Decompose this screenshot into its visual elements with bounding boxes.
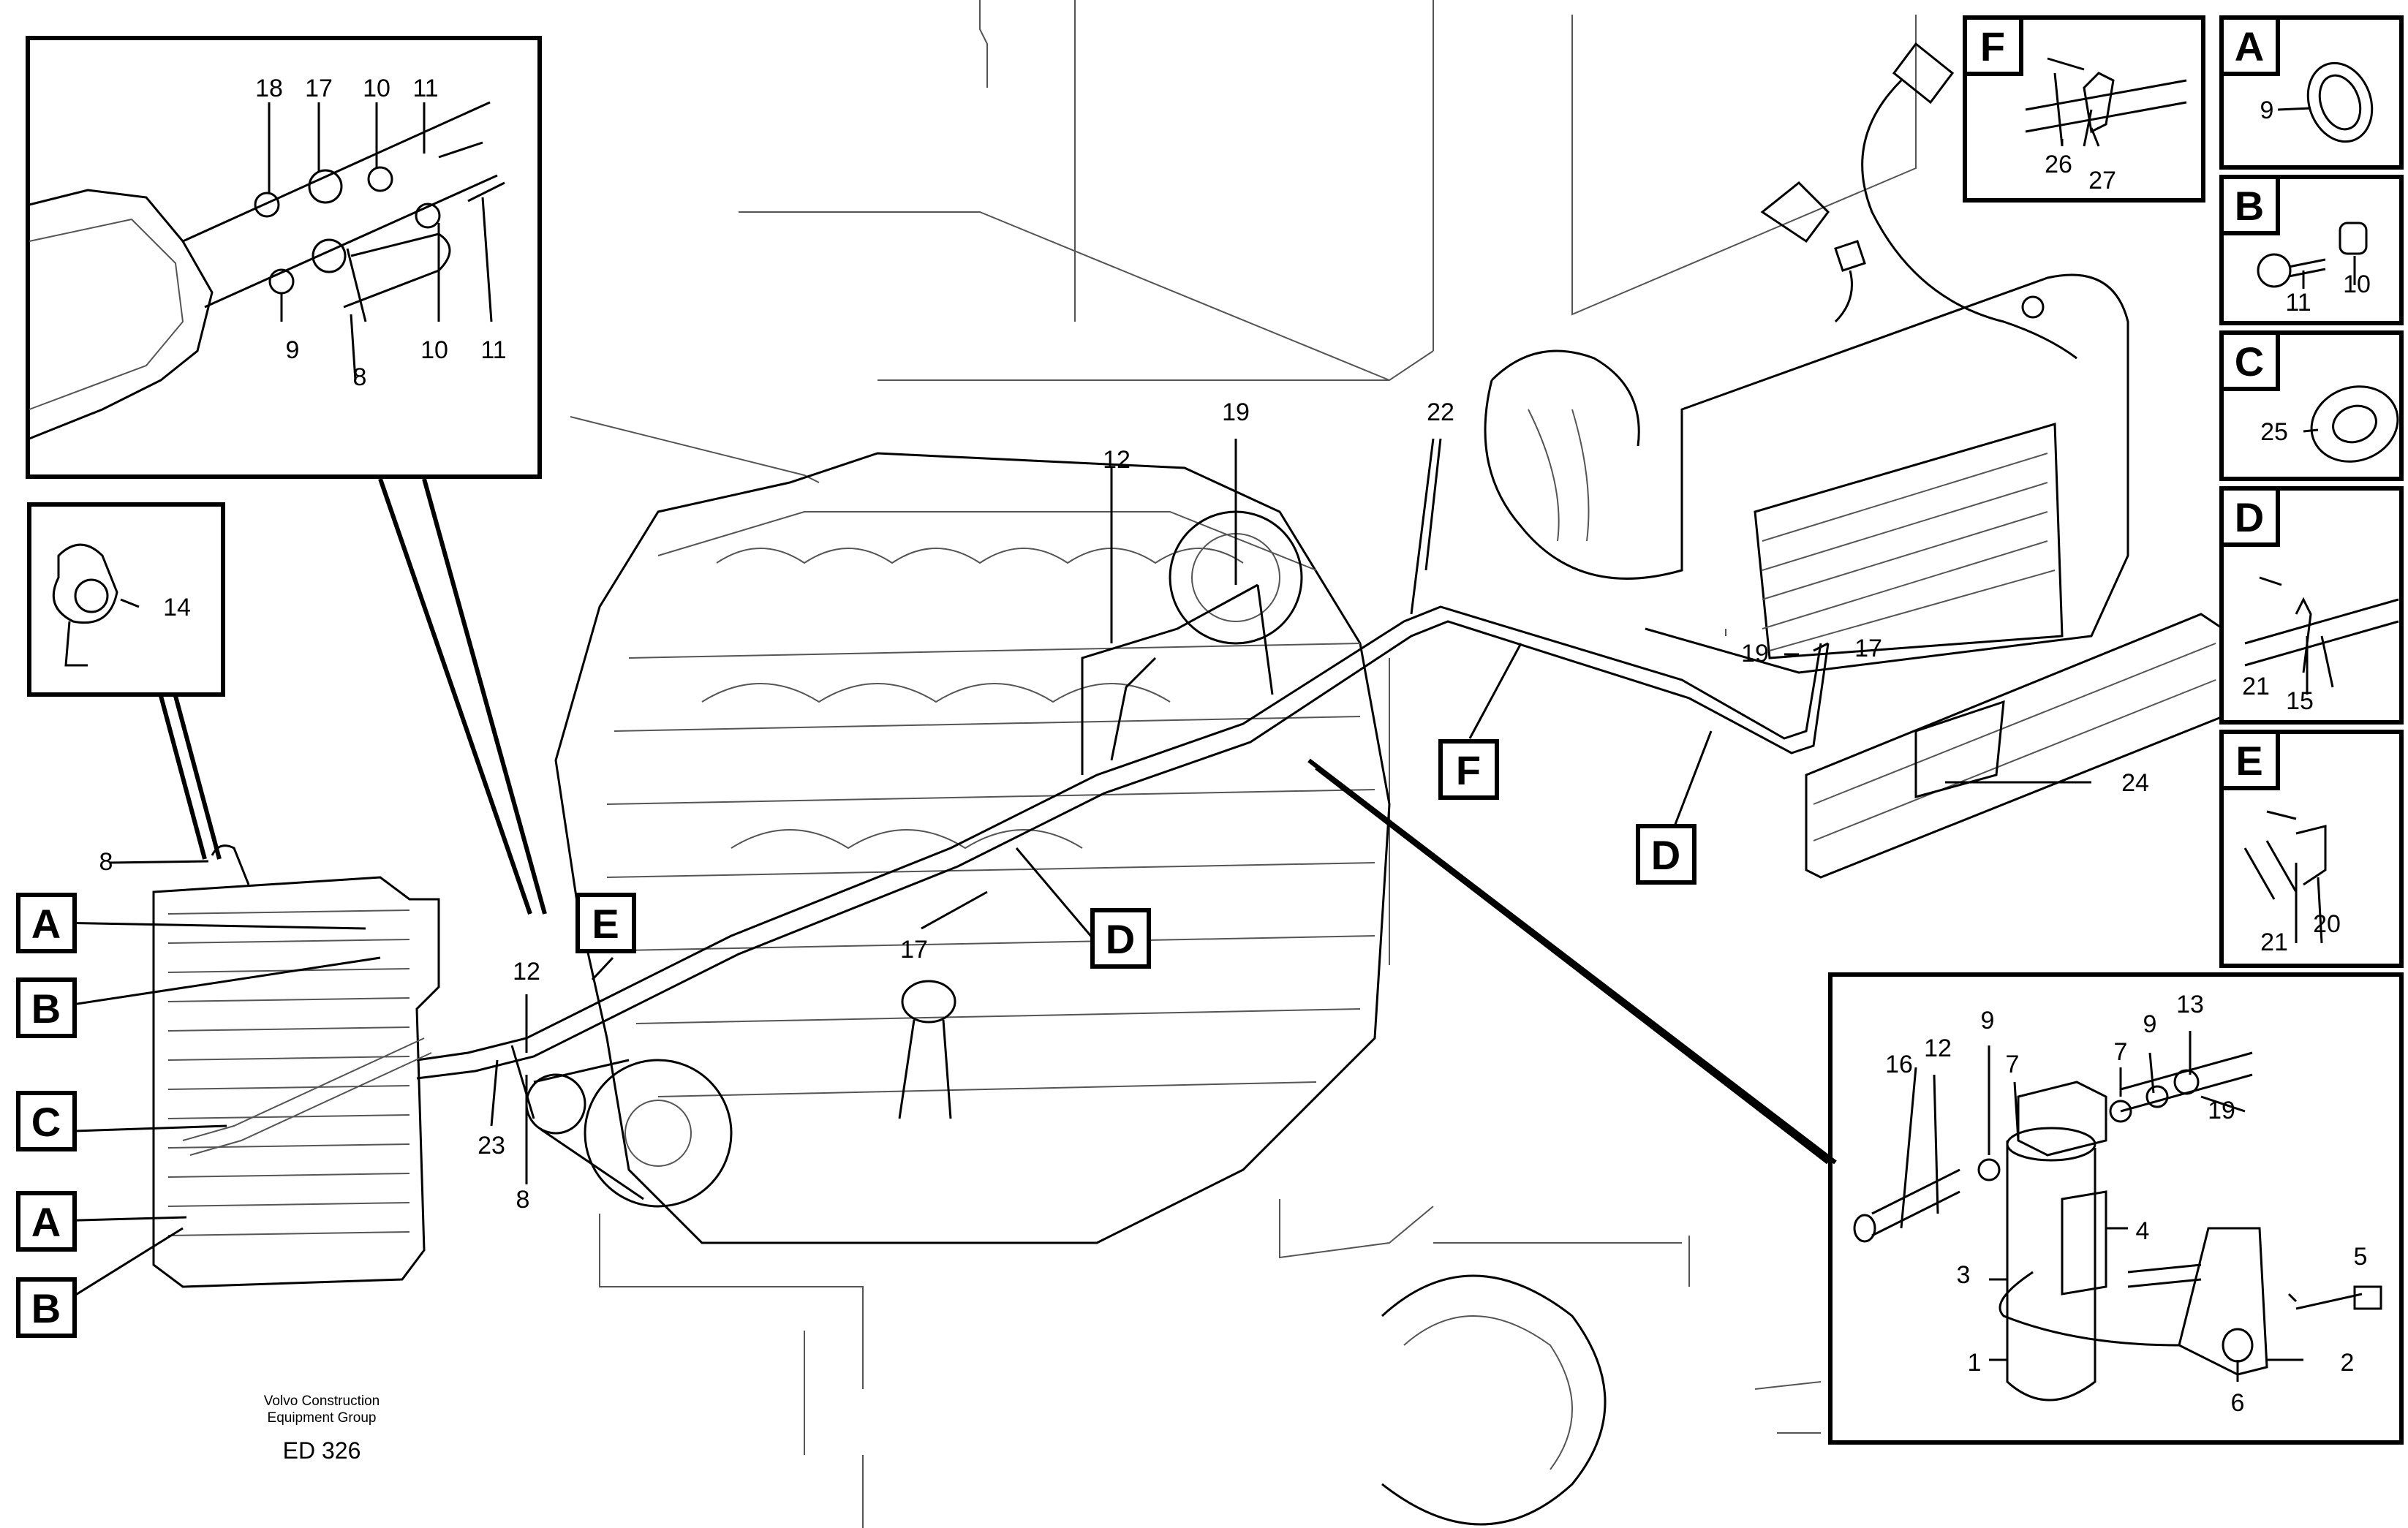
panel-b-letter: B	[2235, 183, 2264, 229]
panel-b-part-11: 11	[2285, 289, 2311, 317]
panel-c-letter: C	[2235, 338, 2264, 385]
callout-letter-b-2: B	[31, 1285, 61, 1331]
compressor-part-10-top: 10	[363, 75, 390, 102]
drier-part-12: 12	[1924, 1035, 1952, 1062]
main-letter-boxes	[16, 739, 1696, 1338]
compressor-part-17: 17	[305, 75, 333, 102]
drier-part-9-right: 9	[2143, 1010, 2157, 1038]
engine-block	[525, 452, 1607, 1526]
callout-letter-f-mid: F	[1456, 747, 1481, 793]
inset-f-letter: F	[1980, 23, 2005, 69]
part-label-24: 24	[2121, 769, 2149, 797]
side-panel-b	[2219, 175, 2404, 325]
drier-part-7-left: 7	[2006, 1051, 2020, 1078]
side-panel-d	[2219, 486, 2404, 725]
callout-letter-a-1: A	[31, 901, 61, 947]
drier-part-3: 3	[1957, 1261, 1971, 1289]
hvac-unit	[1484, 273, 2129, 674]
part-label-19-evap: 19	[1741, 640, 1769, 667]
panel-a-letter: A	[2235, 23, 2264, 69]
compressor-part-11-bottom: 11	[480, 336, 506, 364]
drier-part-2: 2	[2341, 1349, 2355, 1377]
callout-letter-a-2: A	[31, 1199, 61, 1245]
inset-f-part-26: 26	[2045, 151, 2072, 178]
panel-d-part-21: 21	[2242, 673, 2270, 700]
inset-receiver-drier-detail	[1828, 972, 2404, 1445]
part-label-17: 17	[900, 936, 928, 964]
footer-company-line2: Equipment Group	[268, 1410, 377, 1426]
drier-part-16: 16	[1885, 1051, 1913, 1078]
drier-part-4: 4	[2136, 1217, 2150, 1245]
part-label-12-engine: 12	[1103, 446, 1131, 474]
callout-letter-b-1: B	[31, 986, 61, 1032]
refrigerant-hoses	[182, 438, 1830, 1156]
drier-part-6: 6	[2231, 1389, 2245, 1417]
panel-e-part-21: 21	[2260, 928, 2288, 956]
footer-company-line1: Volvo Construction	[264, 1393, 380, 1409]
panel-b-part-10: 10	[2343, 271, 2371, 298]
side-panel-c	[2219, 330, 2404, 481]
inset-clamp-detail	[27, 502, 225, 697]
drier-part-13: 13	[2176, 991, 2204, 1018]
callout-letter-d-mid: D	[1106, 916, 1135, 962]
panel-d-part-15: 15	[2286, 687, 2314, 715]
drier-part-7-right: 7	[2114, 1038, 2128, 1066]
side-panel-e	[2219, 730, 2404, 968]
part-label-19-engine: 19	[1222, 398, 1250, 426]
footer-code: ED 326	[283, 1437, 361, 1464]
callout-letter-c-1: C	[31, 1099, 61, 1145]
compressor-part-9: 9	[286, 336, 300, 364]
panel-d-letter: D	[2235, 494, 2264, 540]
drier-part-5: 5	[2354, 1243, 2368, 1271]
part-label-22: 22	[1427, 398, 1454, 426]
drier-part-9-left: 9	[1981, 1007, 1995, 1035]
sensor-connector	[1760, 42, 2077, 360]
callout-letter-e: E	[592, 901, 619, 947]
leader-lines	[53, 102, 2356, 1382]
compressor-part-11-top: 11	[412, 75, 438, 102]
inset-f-detail	[1963, 15, 2205, 203]
background-machine-outline	[570, 0, 1917, 1528]
panel-e-letter: E	[2235, 738, 2262, 784]
part-label-23: 23	[478, 1132, 505, 1160]
part-label-8-top: 8	[99, 848, 113, 876]
drier-part-1: 1	[1968, 1349, 1982, 1377]
part-label-17-evap: 17	[1854, 635, 1882, 662]
compressor-part-10-bottom: 10	[420, 336, 448, 364]
panel-a-part-9: 9	[2260, 97, 2274, 124]
footer-caption: Volvo Construction Equipment Group ED 32…	[264, 1393, 380, 1464]
part-label-12: 12	[513, 958, 540, 986]
panel-e-part-20: 20	[2313, 910, 2341, 938]
callout-letter-d-right: D	[1651, 832, 1680, 878]
compressor-part-8: 8	[353, 363, 367, 391]
inset-f-part-27: 27	[2088, 167, 2116, 194]
part-label-8-bottom: 8	[516, 1186, 530, 1214]
drier-part-19: 19	[2208, 1097, 2235, 1124]
inset-compressor-detail	[26, 36, 542, 479]
compressor-part-18: 18	[255, 75, 283, 102]
clamp-part-14: 14	[163, 594, 191, 621]
panel-c-part-25: 25	[2260, 418, 2288, 446]
condenser	[152, 844, 440, 1288]
side-panel-a	[2219, 15, 2404, 170]
